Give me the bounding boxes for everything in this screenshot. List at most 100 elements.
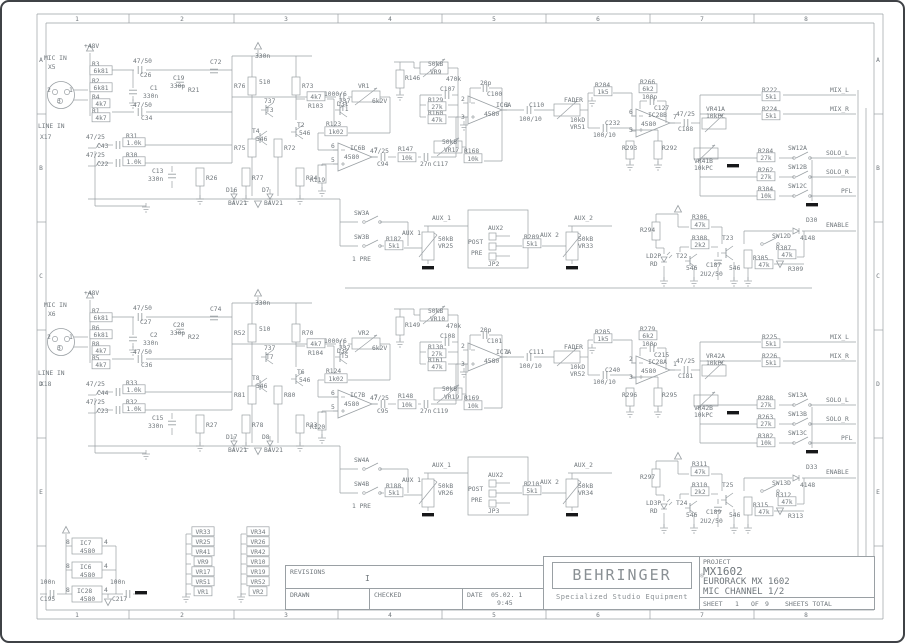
component-value: 4k7 — [310, 94, 321, 101]
jack-icon — [98, 407, 102, 412]
zone-number: 6 — [596, 16, 600, 23]
resistor-icon — [651, 221, 661, 241]
supply-arrow-icon — [61, 525, 71, 534]
xlr-pin — [57, 98, 63, 104]
component-label: 4 — [104, 539, 108, 546]
component-label: C43 — [97, 143, 109, 150]
component-label: VR33 — [578, 243, 593, 250]
component-label: R310 — [692, 482, 707, 489]
component-label: R4 — [92, 94, 100, 101]
zone-number: 8 — [804, 612, 808, 619]
component-label: 50kB — [578, 236, 593, 243]
component-label: FADER — [564, 344, 583, 351]
component-label: PRE — [471, 497, 483, 504]
zone-number: 3 — [284, 612, 288, 619]
component-value-box — [91, 359, 111, 370]
component-label: R311 — [692, 461, 707, 468]
component-label: VR52 — [570, 371, 585, 378]
component-label: T3 — [266, 107, 274, 114]
component-label: SW12C — [788, 183, 807, 190]
component-label: R148 — [398, 393, 413, 400]
component-label: JP2 — [488, 261, 500, 268]
outline-box — [71, 537, 103, 555]
zone-number: 5 — [492, 16, 496, 23]
component-value: 2k2 — [694, 489, 705, 496]
switch-lever — [795, 170, 809, 178]
led-icon — [660, 503, 668, 510]
component-value: 47k — [431, 364, 442, 371]
component-label: 2U2/50 — [700, 271, 723, 278]
component-label: C15 — [152, 415, 164, 422]
component-label: R21 — [188, 87, 200, 94]
component-label: X6 — [48, 311, 56, 318]
component-label: R188 — [386, 483, 401, 490]
jack-icon — [95, 389, 100, 396]
component-label: 546 — [686, 512, 698, 519]
potentiometer-arrow — [556, 100, 578, 120]
component-label: C72 — [210, 59, 222, 66]
resistor-icon — [295, 167, 305, 187]
potentiometer-icon — [419, 308, 449, 322]
switch-icon — [808, 194, 812, 198]
down-arrow-icon — [253, 447, 263, 456]
component-value-box — [91, 98, 111, 109]
sheet-suffix: SHEETS TOTAL — [785, 600, 832, 608]
component-label: IC7B — [350, 392, 365, 399]
resistor-icon — [291, 76, 301, 96]
zone-number: 4 — [388, 612, 392, 619]
date-label: DATE — [467, 591, 483, 599]
project-pane: PROJECT MX1602 EURORACK MX 1602 MIC CHAN… — [699, 557, 875, 609]
component-label: C108 — [440, 333, 455, 340]
component-label: 50kB — [438, 483, 453, 490]
potentiometer-arrow — [573, 347, 578, 350]
component-value: 6k81 — [94, 332, 109, 339]
component-label: VR10 — [430, 316, 445, 323]
potentiometer-arrow — [704, 114, 724, 133]
switch-lever — [365, 239, 379, 247]
component-label: R288 — [758, 395, 773, 402]
component-value-box — [246, 546, 270, 557]
component-value: 6k2 — [642, 333, 653, 340]
component-label: C111 — [529, 349, 544, 356]
resistor-icon — [625, 387, 635, 407]
component-value-box — [761, 91, 781, 102]
switch-lever — [365, 215, 379, 223]
component-label: JP3 — [488, 508, 500, 515]
component-label: R124 — [326, 368, 341, 375]
component-label: R205 — [595, 329, 610, 336]
component-label: MIX_L — [830, 334, 849, 341]
switch-icon — [378, 467, 382, 471]
component-label: IC7 — [80, 540, 92, 547]
component-label: R305 — [753, 255, 768, 262]
transistor-icon — [265, 102, 274, 109]
component-label: 546 — [256, 136, 268, 143]
outline-box — [488, 252, 497, 261]
component-value: VR51 — [196, 579, 211, 586]
component-label: R73 — [302, 83, 314, 90]
component-label: AUX 2 — [540, 479, 559, 486]
component-label: R1 — [92, 108, 100, 115]
potentiometer-arrow — [441, 305, 446, 308]
potentiometer-arrow — [711, 144, 716, 147]
component-label: 4148 — [800, 235, 815, 242]
potentiometer-icon — [693, 147, 719, 160]
potentiometer-arrow — [436, 137, 460, 157]
component-label: 546 — [299, 130, 311, 137]
brand-tagline: Specialized Studio Equipment — [555, 593, 688, 601]
component-label: R308 — [692, 235, 707, 242]
component-label: 1 — [673, 361, 677, 368]
potentiometer-arrow — [562, 234, 582, 258]
component-label: 737 — [339, 98, 351, 105]
component-label: C217 — [112, 596, 127, 603]
component-value: 1.0k — [127, 140, 142, 147]
jack-icon — [95, 142, 100, 149]
component-label: T4 — [252, 128, 260, 135]
component-value: 10k — [401, 402, 412, 409]
component-label: R304 — [758, 186, 773, 193]
component-label: 8 — [66, 563, 70, 570]
component-label: R225 — [762, 334, 777, 341]
component-value-box — [384, 487, 404, 498]
component-label: R130 — [428, 344, 443, 351]
potentiometer-arrow — [455, 137, 460, 140]
component-label: SW13C — [788, 430, 807, 437]
